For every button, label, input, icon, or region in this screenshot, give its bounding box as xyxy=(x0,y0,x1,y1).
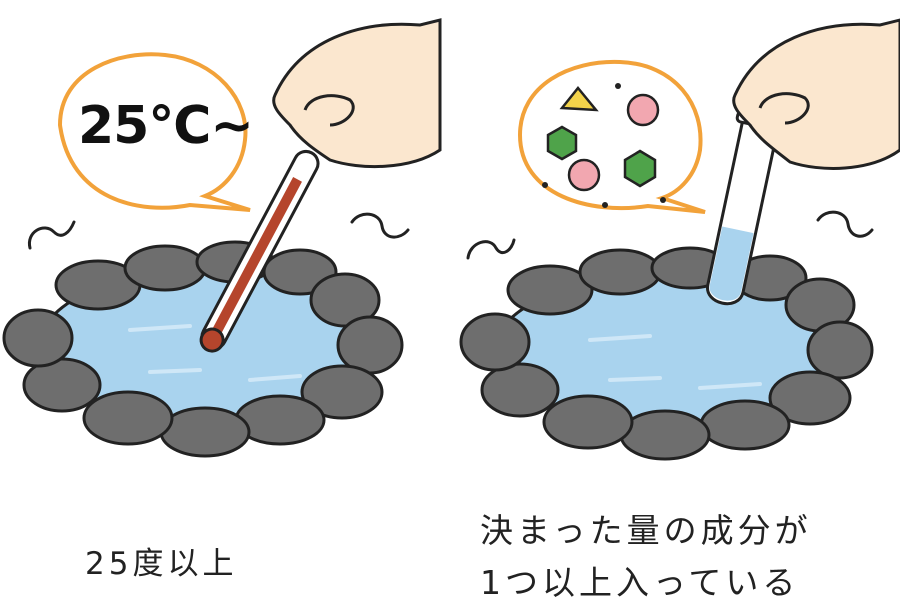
smiley-icon xyxy=(567,158,601,192)
right-panel-art xyxy=(459,18,900,461)
caption-right: 決まった量の成分が 1つ以上入っている xyxy=(480,505,812,609)
caption-right-line-1: 決まった量の成分が xyxy=(480,511,812,550)
caption-left: 25度以上 xyxy=(85,546,238,582)
hexagon-icon xyxy=(623,149,657,188)
triangle-icon xyxy=(559,86,599,112)
speech-bubble xyxy=(517,59,706,214)
hand-icon xyxy=(732,18,900,170)
smiley-icon xyxy=(626,93,660,127)
hand-icon xyxy=(272,18,442,168)
rock-ring xyxy=(2,240,404,458)
steam-icon xyxy=(27,220,76,250)
caption-right-line-2: 1つ以上入っている xyxy=(480,563,800,602)
hexagon-icon xyxy=(546,125,578,161)
thermometer-icon xyxy=(199,149,320,353)
rock-ring xyxy=(459,246,874,461)
left-panel-art xyxy=(2,18,442,458)
steam-icon xyxy=(350,212,410,239)
speech-bubble xyxy=(57,52,251,212)
steam-icon xyxy=(466,238,516,260)
steam-icon xyxy=(816,210,874,238)
temperature-label: 25℃~ xyxy=(78,96,254,156)
components-cluster xyxy=(542,83,666,208)
